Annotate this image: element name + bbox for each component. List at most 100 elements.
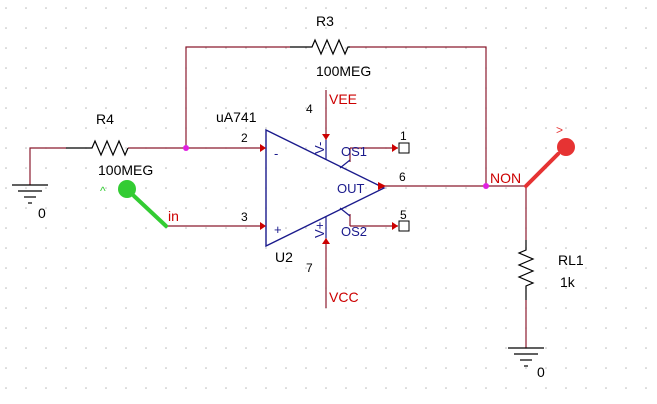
grid-dot xyxy=(145,267,147,269)
opamp-model: uA741 xyxy=(216,109,257,125)
grid-dot xyxy=(325,47,327,49)
grid-dot xyxy=(65,247,67,249)
grid-dot xyxy=(105,387,107,389)
grid-dot xyxy=(505,127,507,129)
grid-dot xyxy=(285,387,287,389)
grid-dot xyxy=(645,167,647,169)
grid-dot xyxy=(5,247,7,249)
grid-dot xyxy=(185,7,187,9)
grid-dot xyxy=(205,347,207,349)
grid-dot xyxy=(505,267,507,269)
grid-dot xyxy=(405,27,407,29)
grid-dot xyxy=(465,287,467,289)
grid-dot xyxy=(165,387,167,389)
grid-dot xyxy=(365,167,367,169)
grid-dot xyxy=(205,367,207,369)
grid-dot xyxy=(165,367,167,369)
grid-dot xyxy=(245,127,247,129)
grid-dot xyxy=(645,227,647,229)
grid-dot xyxy=(25,227,27,229)
grid-dot xyxy=(65,307,67,309)
grid-dot xyxy=(125,167,127,169)
voltage-probe-output[interactable]: > xyxy=(524,123,575,188)
grid-dot xyxy=(185,267,187,269)
grid-dot xyxy=(465,347,467,349)
net-label-vcc: VCC xyxy=(329,289,359,305)
grid-dot xyxy=(45,47,47,49)
grid-dot xyxy=(65,87,67,89)
grid-dot xyxy=(385,107,387,109)
grid-dot xyxy=(545,327,547,329)
grid-dot xyxy=(505,327,507,329)
grid-dot xyxy=(565,47,567,49)
opamp-body[interactable] xyxy=(265,128,386,248)
grid-dot xyxy=(325,387,327,389)
grid-dot xyxy=(565,187,567,189)
grid-dot xyxy=(65,47,67,49)
resistor-r4[interactable] xyxy=(66,139,129,157)
grid-dot xyxy=(25,367,27,369)
resistor-r3[interactable] xyxy=(290,38,350,56)
grid-dot xyxy=(105,347,107,349)
grid-dot xyxy=(5,207,7,209)
grid-dot xyxy=(5,87,7,89)
grid-dot xyxy=(145,307,147,309)
grid-dot xyxy=(645,207,647,209)
grid-dot xyxy=(365,307,367,309)
grid-dot xyxy=(85,387,87,389)
grid-dot xyxy=(365,387,367,389)
grid-dot xyxy=(165,187,167,189)
grid-dot xyxy=(25,287,27,289)
grid-dot xyxy=(265,387,267,389)
grid-dot xyxy=(145,47,147,49)
grid-dot xyxy=(85,327,87,329)
grid-dot xyxy=(425,147,427,149)
grid-dot xyxy=(365,107,367,109)
grid-dot xyxy=(5,387,7,389)
grid-dot xyxy=(545,247,547,249)
grid-dot xyxy=(565,67,567,69)
grid-dot xyxy=(205,167,207,169)
net-label-vee: VEE xyxy=(329,91,357,107)
grid-dot xyxy=(365,67,367,69)
resistor-rl1[interactable] xyxy=(517,240,535,300)
ground-symbol-right[interactable] xyxy=(508,347,544,367)
grid-dot xyxy=(365,207,367,209)
grid-dot xyxy=(505,387,507,389)
grid-dot xyxy=(625,67,627,69)
grid-dot xyxy=(85,307,87,309)
grid-dot xyxy=(225,227,227,229)
grid-dot xyxy=(305,107,307,109)
grid-dot xyxy=(385,187,387,189)
grid-dot xyxy=(445,27,447,29)
grid-dot xyxy=(165,167,167,169)
grid-dot xyxy=(345,387,347,389)
grid-dot xyxy=(605,147,607,149)
grid-dot xyxy=(265,367,267,369)
grid-dot xyxy=(45,187,47,189)
grid-dot xyxy=(385,27,387,29)
ground-symbol-left[interactable] xyxy=(12,184,48,204)
opamp-u2[interactable]: - + OUT OS1 OS2 V- V+ xyxy=(265,128,386,248)
grid-dot xyxy=(605,87,607,89)
voltage-probe-input[interactable]: ^ xyxy=(100,180,168,228)
grid-dot xyxy=(545,47,547,49)
grid-dot xyxy=(425,187,427,189)
grid-dot xyxy=(645,187,647,189)
grid-dot xyxy=(45,247,47,249)
grid-dot xyxy=(165,347,167,349)
grid-dot xyxy=(285,147,287,149)
grid-dot xyxy=(325,207,327,209)
grid-dot xyxy=(625,287,627,289)
grid-dot xyxy=(245,247,247,249)
open-pin-square-5[interactable] xyxy=(398,220,410,232)
grid-dot xyxy=(425,207,427,209)
grid-dot xyxy=(585,47,587,49)
grid-dot xyxy=(265,27,267,29)
grid-dot xyxy=(105,87,107,89)
grid-dot xyxy=(65,167,67,169)
open-pin-square-1[interactable] xyxy=(398,142,410,154)
grid-dot xyxy=(545,7,547,9)
grid-dot xyxy=(585,327,587,329)
grid-dot xyxy=(105,227,107,229)
